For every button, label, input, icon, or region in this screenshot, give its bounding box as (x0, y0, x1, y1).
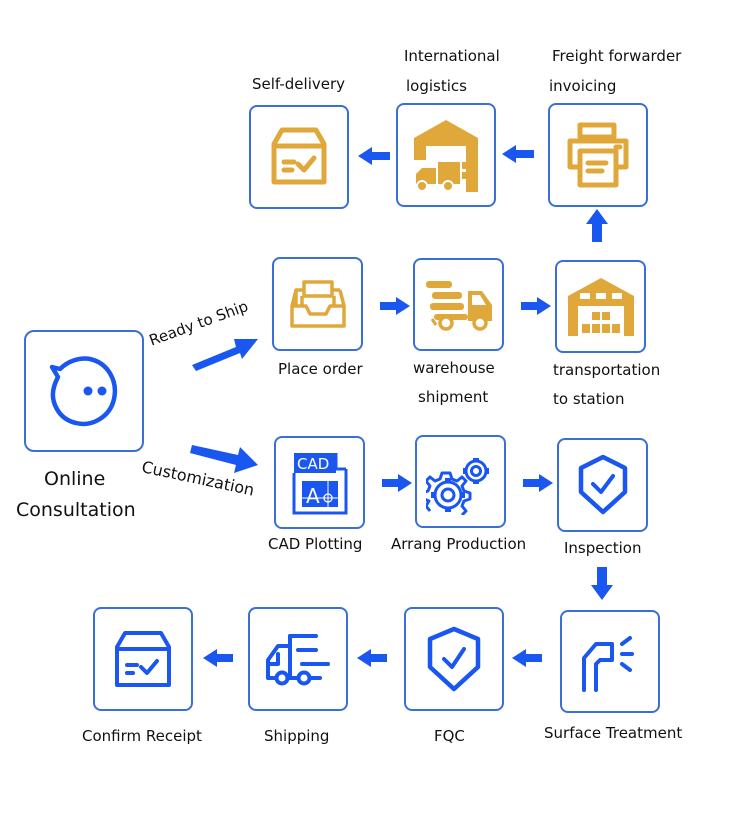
arrow-left-icon (203, 649, 233, 667)
international-logistics-label-2: logistics (406, 77, 467, 95)
step-confirm-receipt (93, 607, 193, 711)
arrow-left-icon (357, 649, 387, 667)
svg-text:CAD: CAD (297, 455, 329, 473)
step-freight-forwarder-invoicing (548, 103, 648, 207)
place-order-label: Place order (278, 360, 363, 378)
arrow-left-icon (502, 145, 534, 163)
step-shipping (248, 607, 348, 711)
step-arrang-production (415, 435, 506, 528)
online-consultation-label-1: Online (44, 468, 106, 490)
cad-plotting-label: CAD Plotting (268, 535, 363, 553)
box-check-icon (271, 127, 327, 185)
warehouse-boxes-icon (567, 277, 634, 336)
transportation-label-2: to station (553, 390, 625, 408)
warehouse-shipment-label-1: warehouse (413, 359, 495, 377)
confirm-receipt-label: Confirm Receipt (82, 727, 202, 745)
shield-check-icon (578, 454, 627, 515)
step-fqc (404, 607, 504, 711)
step-inspection (557, 438, 648, 532)
step-surface-treatment (560, 610, 660, 713)
chat-bubble-icon (49, 356, 118, 427)
surface-treatment-label: Surface Treatment (544, 724, 683, 742)
arrow-right-icon (523, 474, 553, 492)
step-online-consultation (24, 330, 144, 452)
warehouse-truck-icon (414, 120, 478, 192)
step-place-order (272, 257, 363, 351)
arrow-down-right-icon (190, 445, 258, 473)
arrow-up-right-icon (192, 339, 258, 371)
arrow-left-icon (512, 649, 542, 667)
spray-nozzle-icon (582, 635, 634, 692)
delivery-truck-icon (425, 280, 492, 331)
step-international-logistics (396, 103, 496, 207)
box-check-icon (115, 631, 171, 687)
step-cad-plotting: CAD A (274, 436, 365, 529)
step-transportation-to-station (555, 260, 646, 353)
arrow-right-icon (382, 474, 412, 492)
online-consultation-label-2: Consultation (16, 499, 136, 521)
step-warehouse-shipment (413, 258, 504, 351)
cad-file-icon: CAD A (292, 452, 347, 514)
arrang-production-label: Arrang Production (391, 535, 527, 553)
self-delivery-label: Self-delivery (252, 75, 346, 93)
step-self-delivery (249, 105, 349, 209)
warehouse-shipment-label-2: shipment (418, 388, 489, 406)
shipping-label: Shipping (264, 727, 330, 745)
arrow-left-icon (358, 147, 390, 165)
international-logistics-label-1: International (404, 47, 500, 65)
inspection-label: Inspection (564, 539, 642, 557)
fast-truck-icon (266, 634, 330, 686)
arrow-right-icon (521, 297, 551, 315)
svg-text:A: A (306, 484, 320, 508)
arrow-down-icon (591, 567, 613, 600)
fqc-label: FQC (434, 727, 465, 745)
printer-icon (567, 122, 629, 188)
arrow-right-icon (380, 297, 410, 315)
freight-forwarder-label-1: Freight forwarder (552, 47, 682, 65)
transportation-label-1: transportation (553, 361, 661, 379)
shield-check-icon (427, 626, 481, 692)
inbox-tray-icon (289, 280, 346, 328)
gears-icon (425, 457, 489, 515)
freight-forwarder-label-2: invoicing (549, 77, 617, 95)
arrow-up-icon (586, 209, 608, 242)
